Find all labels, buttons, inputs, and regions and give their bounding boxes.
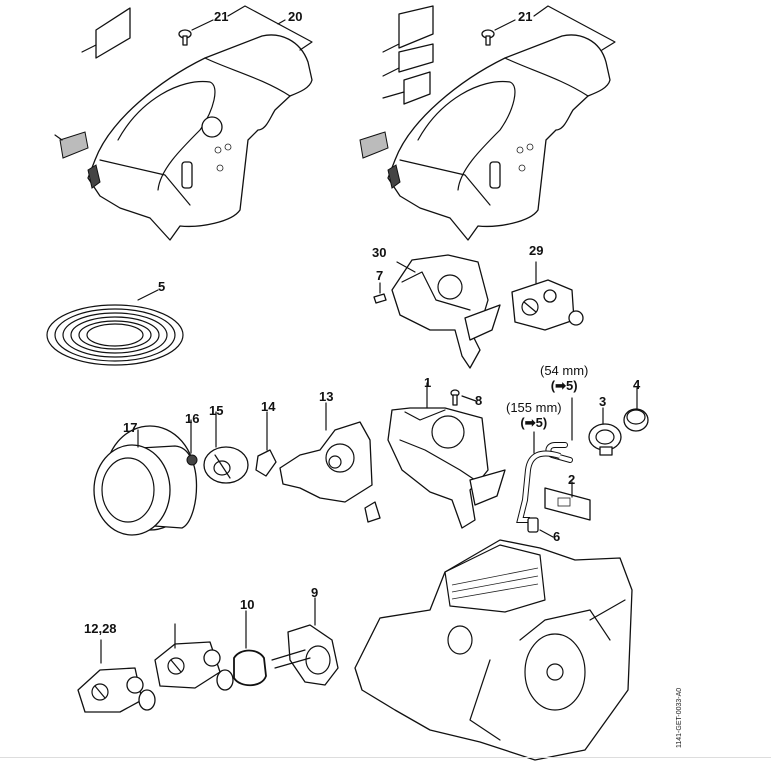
callout-5[interactable]: 5 [158, 279, 166, 294]
gasket-plate-2[interactable] [544, 481, 591, 521]
carburetor-cover-30[interactable] [391, 254, 501, 369]
base-15[interactable] [203, 411, 249, 484]
callout-4[interactable]: 4 [633, 377, 641, 392]
hose-short-ref[interactable]: (➡5) [550, 378, 578, 393]
screw-8[interactable] [450, 389, 477, 406]
bracket-right [533, 5, 616, 51]
callout-30[interactable]: 30 [372, 245, 387, 260]
callout-21-right[interactable]: 21 [518, 9, 533, 24]
callout-17[interactable]: 17 [123, 420, 138, 435]
carburetor-variant[interactable] [154, 623, 234, 691]
air-filter-17[interactable] [93, 425, 198, 536]
grille-sticker-right [359, 131, 389, 159]
sleeve-14[interactable] [255, 411, 277, 477]
engine-assembly[interactable] [354, 539, 633, 761]
label-stickers-right [382, 5, 434, 105]
callout-13[interactable]: 13 [319, 389, 334, 404]
grille-sticker-left [54, 131, 89, 159]
hose-long-note: (155 mm) (➡5) [506, 400, 562, 430]
carburetor-12-28[interactable] [77, 639, 156, 713]
nut-16[interactable] [186, 419, 198, 466]
callout-2[interactable]: 2 [568, 472, 576, 487]
callout-6[interactable]: 6 [553, 529, 561, 544]
callout-9[interactable]: 9 [311, 585, 319, 600]
intake-manifold-3[interactable] [588, 407, 622, 456]
clip-7[interactable] [373, 282, 387, 304]
fuel-filter-6[interactable] [527, 517, 554, 538]
hose-long-ref[interactable]: (➡5) [520, 415, 548, 430]
shroud-right[interactable] [387, 34, 611, 241]
hose-short-length: (54 mm) [540, 363, 589, 378]
leader-20 [277, 19, 286, 25]
callout-16[interactable]: 16 [185, 411, 200, 426]
document-code: 1141-GET-0033-A0 [676, 687, 683, 748]
callout-14[interactable]: 14 [261, 399, 276, 414]
gasket-10[interactable] [233, 610, 267, 687]
carburetor-box-1[interactable] [387, 382, 506, 529]
rewind-spring[interactable] [46, 289, 184, 366]
hose-long-length: (155 mm) [506, 400, 562, 415]
callout-8[interactable]: 8 [475, 393, 483, 408]
callout-29[interactable]: 29 [529, 243, 544, 258]
shroud-left[interactable] [87, 34, 313, 241]
callout-1[interactable]: 1 [424, 375, 432, 390]
shroud-13[interactable] [279, 402, 381, 523]
callout-15[interactable]: 15 [209, 403, 224, 418]
callout-7[interactable]: 7 [376, 268, 384, 283]
callout-21-left[interactable]: 21 [214, 9, 229, 24]
callout-12-28[interactable]: 12,28 [84, 621, 117, 636]
label-sticker-left [81, 7, 131, 59]
cap-4[interactable] [623, 387, 649, 432]
callout-20[interactable]: 20 [288, 9, 303, 24]
hose-short-note: (54 mm) (➡5) [540, 363, 588, 393]
intake-manifold-9[interactable] [271, 597, 339, 686]
bottom-divider [0, 757, 771, 758]
fuel-hose-155mm[interactable] [516, 431, 561, 523]
screw-21-right[interactable] [481, 19, 516, 46]
screw-21-left[interactable] [178, 19, 214, 46]
carburetor-29[interactable] [511, 261, 584, 331]
callout-3[interactable]: 3 [599, 394, 607, 409]
callout-10[interactable]: 10 [240, 597, 255, 612]
